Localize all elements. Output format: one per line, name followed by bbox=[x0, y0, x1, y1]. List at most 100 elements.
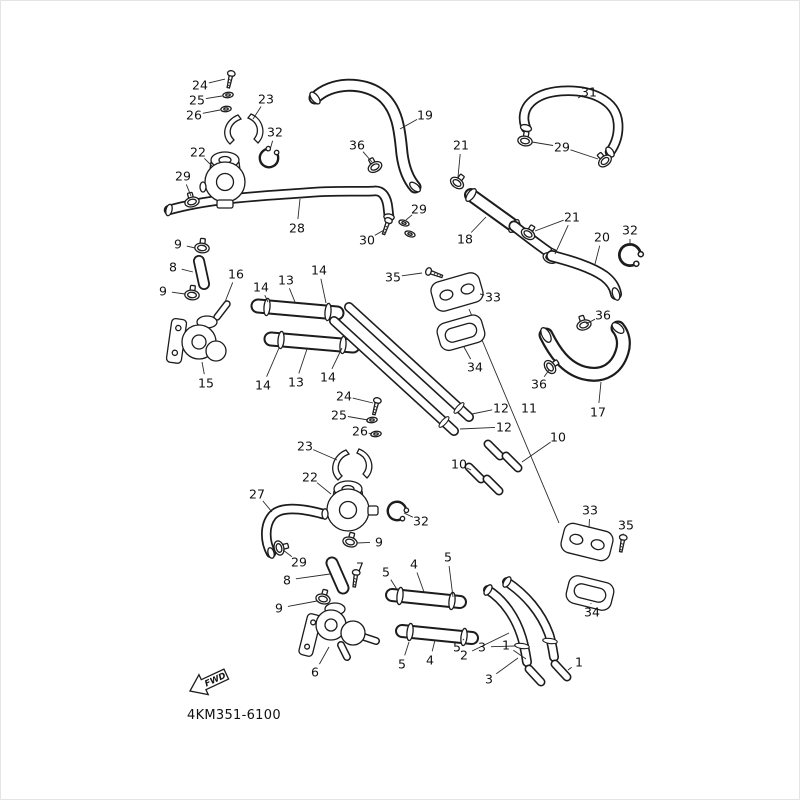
leader-line-35 bbox=[402, 273, 422, 276]
leader-line-25 bbox=[348, 417, 368, 421]
callout-19: 19 bbox=[417, 108, 433, 123]
fwd-arrow: FWD bbox=[185, 664, 231, 701]
leader-line-32 bbox=[270, 141, 273, 150]
callout-21: 21 bbox=[564, 210, 580, 225]
reed-valve-plate-33-upper bbox=[429, 271, 485, 314]
leader-line-22 bbox=[317, 483, 331, 494]
leader-line-34 bbox=[464, 347, 471, 359]
clamp-36-right-a bbox=[574, 314, 592, 332]
clamp-29-hose31-left bbox=[517, 130, 534, 147]
callout-9: 9 bbox=[174, 237, 182, 252]
leader-line-8 bbox=[182, 269, 193, 272]
hose-20 bbox=[552, 256, 621, 301]
callout-36: 36 bbox=[531, 377, 547, 392]
callout-7: 7 bbox=[356, 560, 364, 575]
clamp-9-b bbox=[184, 285, 200, 301]
callout-4: 4 bbox=[426, 653, 434, 668]
fitting-10-a bbox=[488, 444, 500, 456]
valve-15 bbox=[166, 304, 227, 364]
gasket-34-upper bbox=[435, 313, 487, 353]
leader-line-1 bbox=[568, 667, 572, 670]
screw-24-upper bbox=[225, 70, 236, 89]
callout-15: 15 bbox=[198, 376, 214, 391]
reed-valve-plate-33-lower bbox=[559, 521, 615, 562]
callout-16: 16 bbox=[228, 267, 244, 282]
leader-line-28 bbox=[298, 199, 300, 219]
callout-13: 13 bbox=[288, 375, 304, 390]
fwd-label: FWD bbox=[203, 671, 227, 689]
callout-8: 8 bbox=[169, 260, 177, 275]
callout-17: 17 bbox=[590, 405, 606, 420]
washer-26-upper bbox=[221, 106, 232, 112]
callout-14: 14 bbox=[255, 378, 271, 393]
leader-line-18 bbox=[471, 217, 486, 233]
clamp-9-c bbox=[342, 531, 360, 549]
leader-line-14 bbox=[267, 348, 279, 377]
leader-line-5 bbox=[405, 642, 409, 655]
bracket-23-upper bbox=[225, 114, 263, 144]
leader-line-20 bbox=[595, 246, 600, 264]
leader-line-13 bbox=[289, 288, 295, 302]
callout-11: 11 bbox=[521, 401, 537, 416]
bolt-35-upper bbox=[425, 267, 444, 280]
callout-3: 3 bbox=[485, 672, 493, 687]
leader-line-9 bbox=[187, 246, 195, 248]
callout-22: 22 bbox=[302, 470, 318, 485]
callout-29: 29 bbox=[175, 169, 191, 184]
callout-34: 34 bbox=[584, 605, 600, 620]
leader-line-24 bbox=[353, 398, 373, 403]
callout-36: 36 bbox=[595, 308, 611, 323]
leader-line-9 bbox=[288, 601, 317, 606]
callout-13: 13 bbox=[278, 273, 294, 288]
callout-1: 1 bbox=[502, 638, 510, 653]
clamp-9-d bbox=[315, 588, 333, 606]
callout-14: 14 bbox=[311, 263, 327, 278]
fitting-1-a bbox=[529, 669, 541, 682]
callout-25: 25 bbox=[331, 408, 347, 423]
leader-line-23 bbox=[313, 450, 337, 460]
callout-8: 8 bbox=[283, 573, 291, 588]
tube-8-upper bbox=[199, 261, 204, 284]
bracket-23-lower bbox=[333, 449, 372, 480]
callout-28: 28 bbox=[289, 221, 305, 236]
leader-line-8 bbox=[296, 574, 330, 579]
leader-line-6 bbox=[319, 647, 329, 664]
callout-34: 34 bbox=[467, 360, 483, 375]
diagram-part-code: 4KM351-6100 bbox=[187, 708, 281, 723]
washer-25-lower bbox=[367, 417, 378, 423]
clamp-ring-32-lower bbox=[385, 499, 411, 524]
leader-line-13 bbox=[299, 349, 307, 374]
callout-35: 35 bbox=[618, 518, 634, 533]
washer-30-mid bbox=[404, 230, 416, 238]
callout-1: 1 bbox=[575, 655, 583, 670]
callout-24: 24 bbox=[336, 389, 352, 404]
callout-32: 32 bbox=[622, 223, 638, 238]
callout-29: 29 bbox=[554, 140, 570, 155]
leader-line-9 bbox=[172, 292, 185, 294]
leader-line-32 bbox=[404, 513, 413, 517]
leader-line-9 bbox=[357, 542, 370, 543]
callout-12: 12 bbox=[493, 401, 509, 416]
callout-2: 2 bbox=[460, 648, 468, 663]
callout-9: 9 bbox=[275, 601, 283, 616]
leader-line-27 bbox=[263, 501, 272, 512]
tube-4-b bbox=[402, 623, 472, 646]
leader-line-12 bbox=[460, 427, 495, 429]
callout-27: 27 bbox=[249, 487, 265, 502]
callout-29: 29 bbox=[291, 555, 307, 570]
leader-line-25 bbox=[206, 96, 222, 99]
leader-line-24 bbox=[209, 79, 225, 83]
leader-line-16 bbox=[225, 282, 233, 302]
fitting-10-b bbox=[506, 456, 518, 468]
callout-36: 36 bbox=[349, 138, 365, 153]
callout-32: 32 bbox=[413, 514, 429, 529]
leader-line-4 bbox=[432, 640, 435, 651]
leader-line-12 bbox=[472, 410, 492, 414]
washer-25-upper bbox=[223, 92, 234, 98]
bolt-35-lower bbox=[617, 534, 627, 552]
callout-18: 18 bbox=[457, 232, 473, 247]
leader-line-26 bbox=[203, 110, 220, 113]
tube-4-a bbox=[392, 587, 460, 610]
callout-5: 5 bbox=[398, 657, 406, 672]
